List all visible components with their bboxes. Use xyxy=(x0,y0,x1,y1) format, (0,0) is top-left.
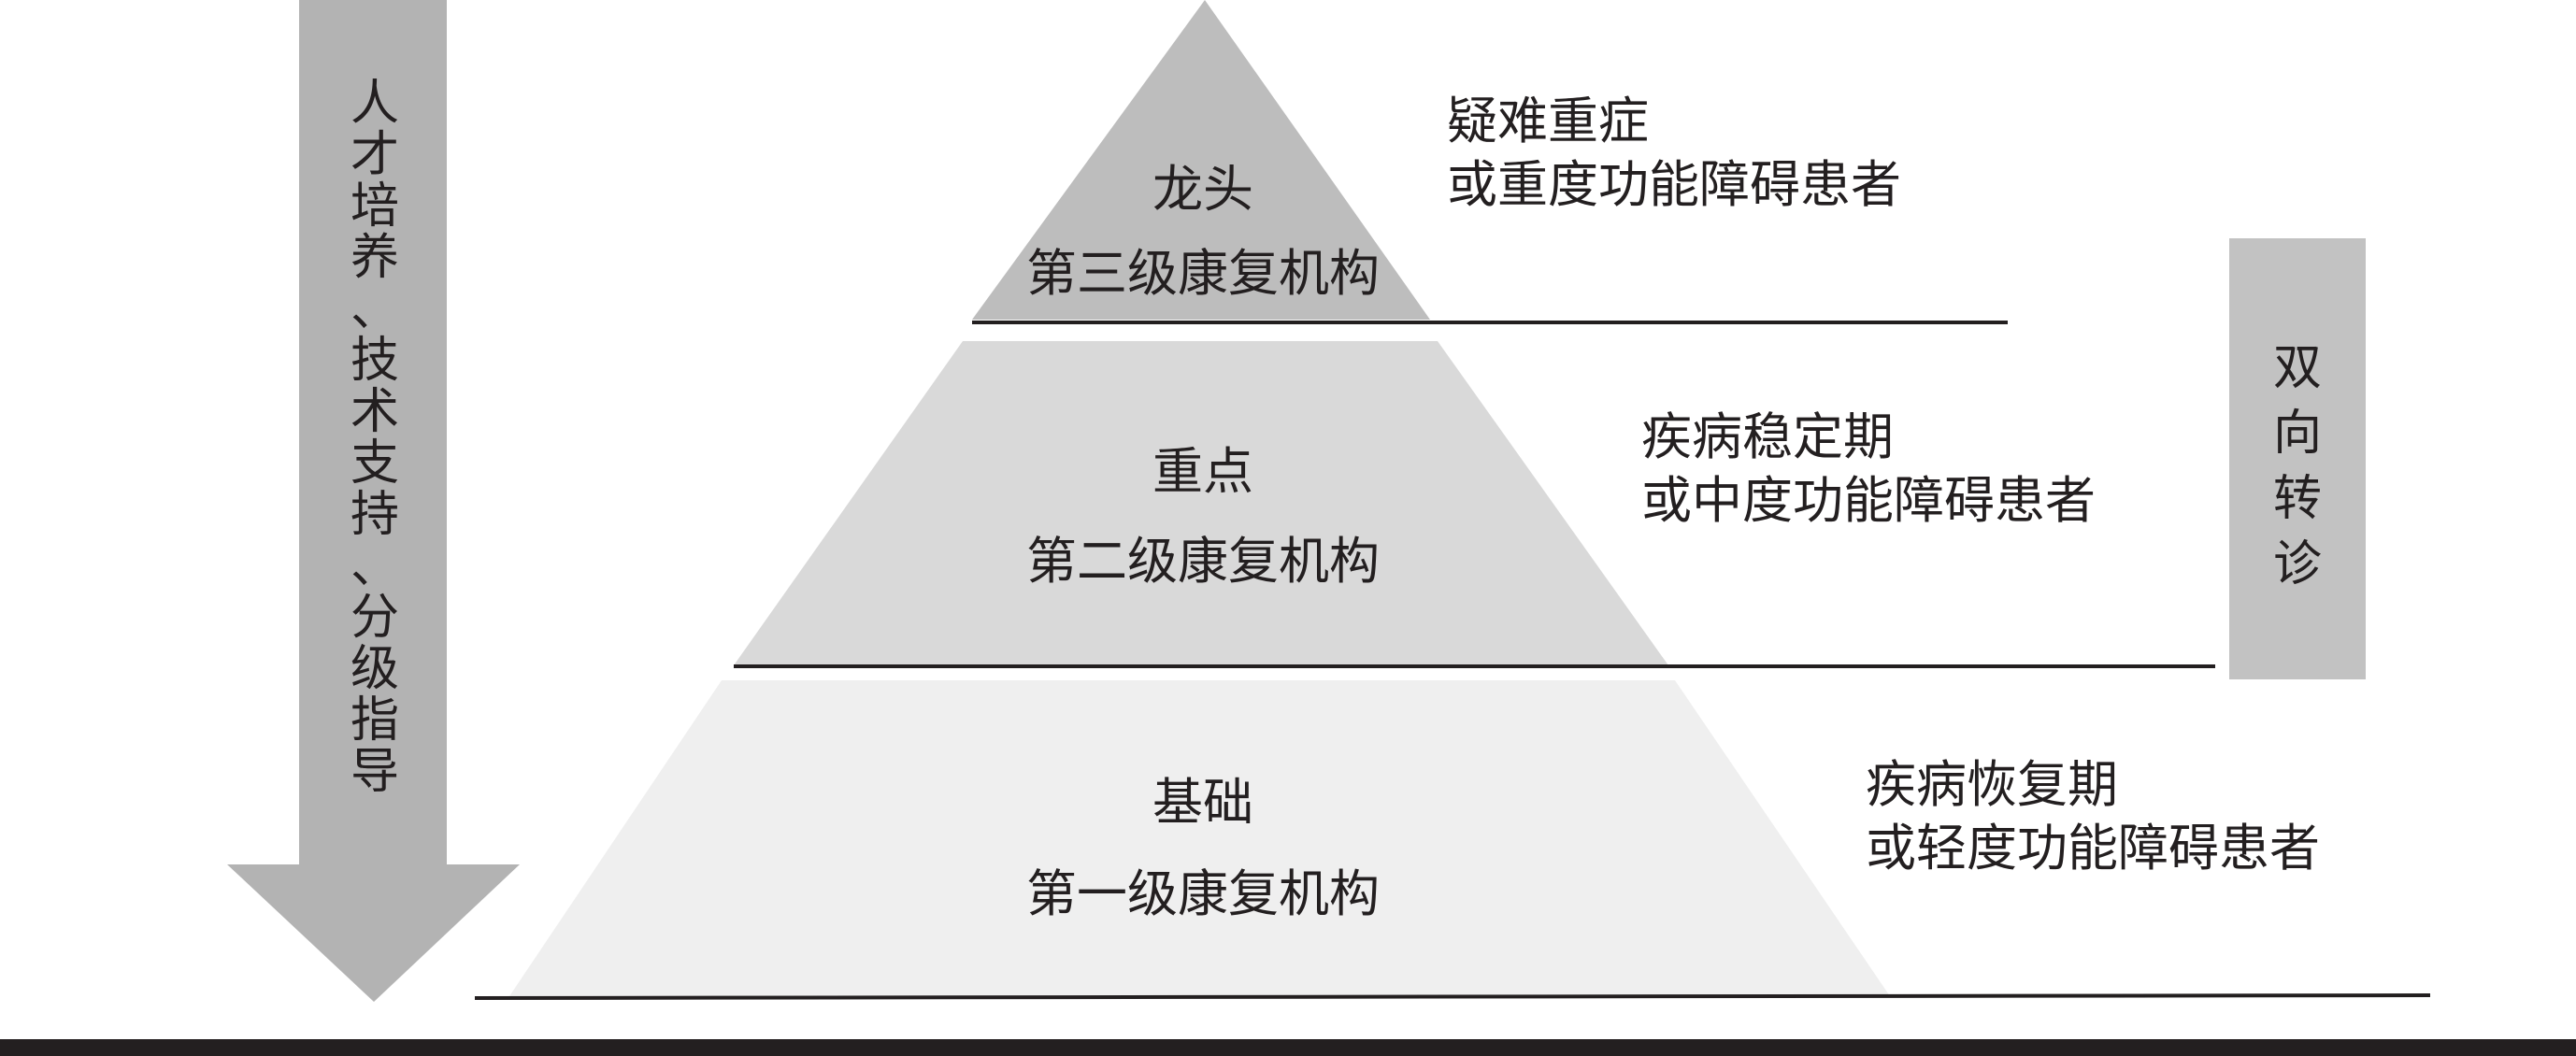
left-arrow-char: 级 xyxy=(350,641,399,697)
left-arrow-char: 、 xyxy=(350,538,399,594)
referral-char: 双 xyxy=(2272,340,2322,396)
left-arrow-char: 分 xyxy=(350,590,399,646)
left-arrow-char: 技 xyxy=(350,333,399,389)
two-way-referral-box xyxy=(2229,238,2366,679)
left-down-arrow xyxy=(227,0,520,1002)
patient-line: 疑难重症 xyxy=(1447,92,1649,150)
left-arrow-char: 、 xyxy=(350,281,399,337)
patient-line: 疾病稳定期 xyxy=(1641,407,1894,466)
left-arrow-char: 导 xyxy=(350,744,399,800)
tier-middle-institution: 第二级康复机构 xyxy=(1026,532,1380,591)
pyramid-tier-bottom xyxy=(509,680,1890,996)
left-arrow-char: 术 xyxy=(350,384,399,440)
tier-top-patients: 疑难重症 或重度功能障碍患者 xyxy=(1447,90,1901,217)
patient-line: 或中度功能障碍患者 xyxy=(1641,471,2096,530)
pyramid-tier-top xyxy=(972,0,1430,320)
left-arrow-char: 才 xyxy=(350,127,399,183)
bottom-bar xyxy=(0,1039,2576,1056)
patient-line: 或轻度功能障碍患者 xyxy=(1866,819,2320,878)
tier-bottom-patients: 疾病恢复期 或轻度功能障碍患者 xyxy=(1866,753,2320,880)
left-arrow-char: 养 xyxy=(350,230,399,286)
left-arrow-char: 持 xyxy=(350,487,399,543)
tier-top-name: 龙头 xyxy=(1152,160,1253,219)
left-arrow-char: 培 xyxy=(350,178,399,235)
two-way-referral-text: 双 向 转 诊 xyxy=(2271,344,2324,606)
tier-middle-patients: 疾病稳定期 或中度功能障碍患者 xyxy=(1641,406,2096,533)
referral-char: 向 xyxy=(2272,406,2322,462)
referral-char: 诊 xyxy=(2272,536,2322,592)
tier-middle-name: 重点 xyxy=(1152,442,1253,501)
left-arrow-text: 人 才 培 养 、 技 术 支 持 、 分 级 指 导 xyxy=(349,79,401,799)
tier-bottom-baseline xyxy=(474,993,2431,1000)
tier-top-institution: 第三级康复机构 xyxy=(1026,244,1380,303)
patient-line: 或重度功能障碍患者 xyxy=(1447,155,1901,214)
left-arrow-char: 支 xyxy=(350,435,399,492)
left-arrow-char: 指 xyxy=(350,692,399,749)
referral-char: 转 xyxy=(2272,471,2322,527)
pyramid-tier-middle xyxy=(734,341,1668,665)
tier-bottom-name: 基础 xyxy=(1152,773,1253,832)
patient-line: 疾病恢复期 xyxy=(1866,755,2118,814)
tier-bottom-institution: 第一级康复机构 xyxy=(1026,864,1380,923)
left-arrow-char: 人 xyxy=(350,76,399,132)
